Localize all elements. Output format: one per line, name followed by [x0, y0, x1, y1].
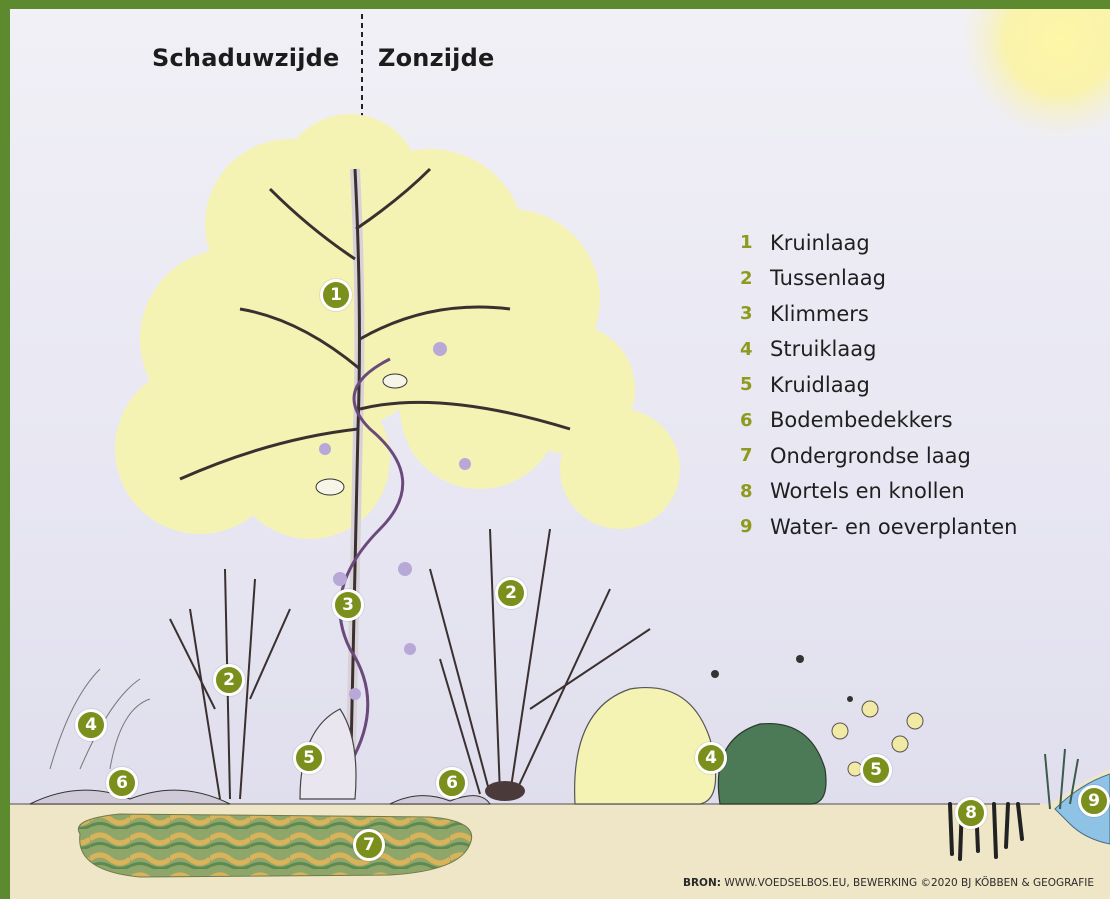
legend-label: Bodembedekkers — [770, 408, 953, 432]
credit-text: WWW.VOEDSELBOS.EU, BEWERKING ©2020 BJ KÖ… — [724, 877, 1094, 889]
legend-label: Wortels en knollen — [770, 479, 965, 503]
legend-number: 4 — [740, 339, 770, 360]
legend-number: 8 — [740, 481, 770, 502]
shrub-right-yellow — [575, 688, 716, 804]
legend-label: Kruinlaag — [770, 231, 870, 255]
legend-label: Ondergrondse laag — [770, 444, 971, 468]
source-credit: BRON: WWW.VOEDSELBOS.EU, BEWERKING ©2020… — [683, 877, 1094, 889]
legend-number: 9 — [740, 516, 770, 537]
legend-label: Klimmers — [770, 302, 869, 326]
marker-shrub-left: 4 — [75, 709, 107, 741]
legend-number: 7 — [740, 445, 770, 466]
shrub-right-green — [718, 724, 826, 804]
legend-label: Tussenlaag — [770, 266, 886, 290]
marker-herb-right: 5 — [860, 754, 892, 786]
marker-groundcover-center: 6 — [436, 767, 468, 799]
marker-groundcover-left: 6 — [106, 767, 138, 799]
sun — [960, 9, 1110, 139]
canopy-crown — [115, 114, 680, 539]
legend-number: 6 — [740, 410, 770, 431]
marker-water: 9 — [1078, 785, 1110, 817]
marker-canopy: 1 — [320, 279, 352, 311]
legend-number: 3 — [740, 303, 770, 324]
marker-climbers: 3 — [332, 589, 364, 621]
marker-sub-canopy-left: 2 — [213, 664, 245, 696]
legend-label: Kruidlaag — [770, 373, 870, 397]
marker-herb-left: 5 — [293, 742, 325, 774]
groundcover-center — [390, 796, 490, 804]
sun-side-label: Zonzijde — [378, 44, 494, 72]
marker-underground: 7 — [353, 829, 385, 861]
marker-shrub-right: 4 — [695, 742, 727, 774]
legend-number: 1 — [740, 232, 770, 253]
marker-sub-canopy-right: 2 — [495, 577, 527, 609]
trunk-base — [485, 781, 525, 801]
legend-number: 2 — [740, 268, 770, 289]
legend-label: Struiklaag — [770, 337, 876, 361]
shade-side-label: Schaduwzijde — [152, 44, 340, 72]
legend-number: 5 — [740, 374, 770, 395]
underground-layer — [78, 814, 471, 877]
insects — [711, 655, 853, 702]
legend-label: Water- en oeverplanten — [770, 515, 1017, 539]
credit-prefix: BRON: — [683, 877, 721, 889]
marker-roots: 8 — [955, 797, 987, 829]
